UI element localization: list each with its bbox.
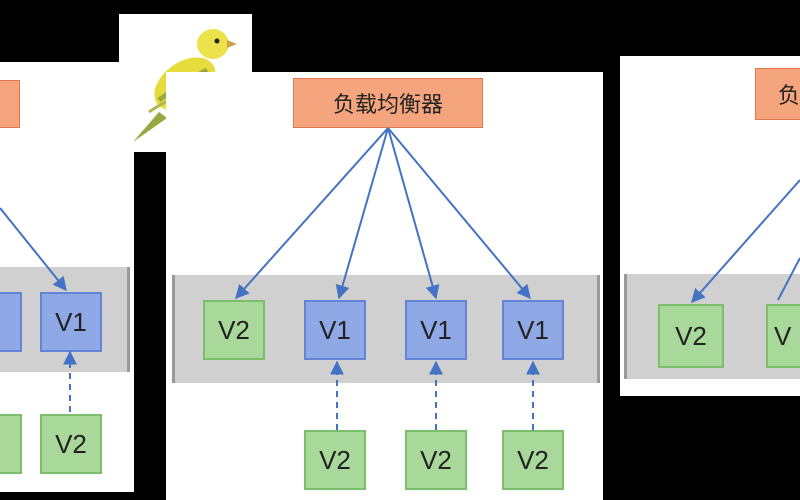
node-label: V1 [319,314,351,345]
server-node-v1: V1 [304,300,366,360]
new-node-v2: V2 [405,430,467,490]
node-label: V1 [517,314,549,345]
node-label: V2 [675,320,707,351]
server-node-v1-partial [0,292,22,352]
node-label: V [774,320,792,351]
load-balancer-label: 负载均衡器 [332,93,443,118]
server-node-v1: V1 [405,300,467,360]
node-label: V2 [420,444,452,475]
load-balancer-label: 负 [778,84,800,109]
server-node-v2: V2 [203,300,265,360]
server-node-v1: V1 [502,300,564,360]
load-balancer-box-left [0,80,20,128]
load-balancer-box-middle: 负载均衡器 [293,78,483,128]
panel-left: V1 V2 [0,62,134,492]
server-node-v2: V2 [658,304,724,368]
new-node-v2: V2 [502,430,564,490]
panel-middle: V2 V1 V1 V1 V2 V2 V2 [166,72,603,500]
new-node-v2: V2 [40,414,102,474]
panel-title-left [0,30,30,56]
node-label: V2 [319,444,351,475]
node-label: V1 [420,314,452,345]
server-node-v1: V1 [40,292,102,352]
server-node-partial: V [766,304,800,368]
new-node-v2: V2 [304,430,366,490]
node-label: V2 [218,314,250,345]
node-label: V2 [55,428,87,459]
load-balancer-box-right: 负 [755,68,800,120]
node-label: V1 [55,306,87,337]
node-label: V2 [517,444,549,475]
new-node-v2-partial [0,414,22,474]
